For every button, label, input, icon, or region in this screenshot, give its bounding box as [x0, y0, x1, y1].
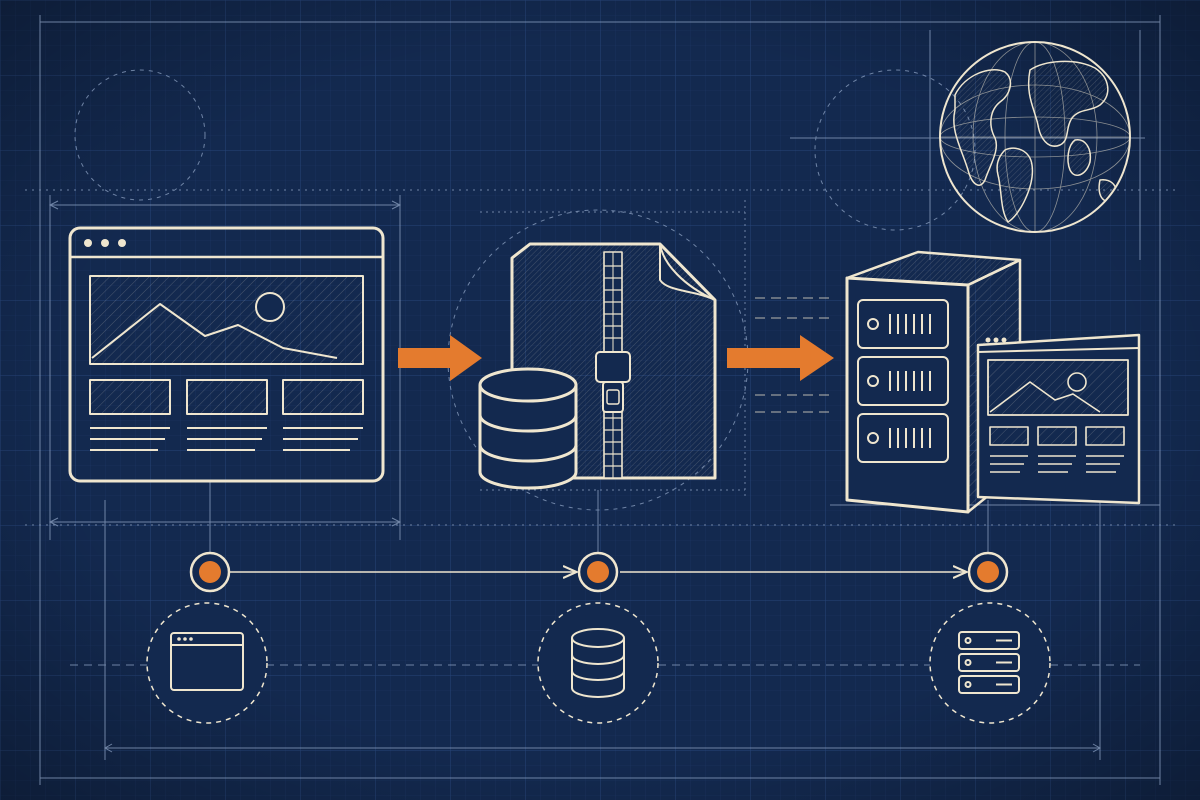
- database-icon: [478, 367, 578, 490]
- browser-window-icon: [170, 632, 244, 691]
- database-icon: [571, 628, 625, 698]
- server-rack-icon: [845, 250, 1022, 514]
- globe-icon: [939, 41, 1131, 233]
- timeline-node-3: [967, 551, 1009, 593]
- server-rack-icon: [958, 631, 1020, 694]
- hero-image-placeholder: [89, 275, 364, 365]
- browser-window-icon: [68, 226, 385, 483]
- browser-window-icon: [976, 333, 1141, 505]
- process-timeline: [189, 551, 1009, 593]
- content-columns: [89, 379, 364, 451]
- zipper-icon: [595, 251, 631, 479]
- arrow-right-icon: [398, 335, 482, 381]
- stage-icon-circle: [537, 602, 659, 724]
- timeline-node-2: [577, 551, 619, 593]
- stage-icon-circle: [929, 602, 1051, 724]
- arrow-right-icon: [727, 335, 834, 381]
- timeline-node-1: [189, 551, 231, 593]
- stage-icon-circle: [146, 602, 268, 724]
